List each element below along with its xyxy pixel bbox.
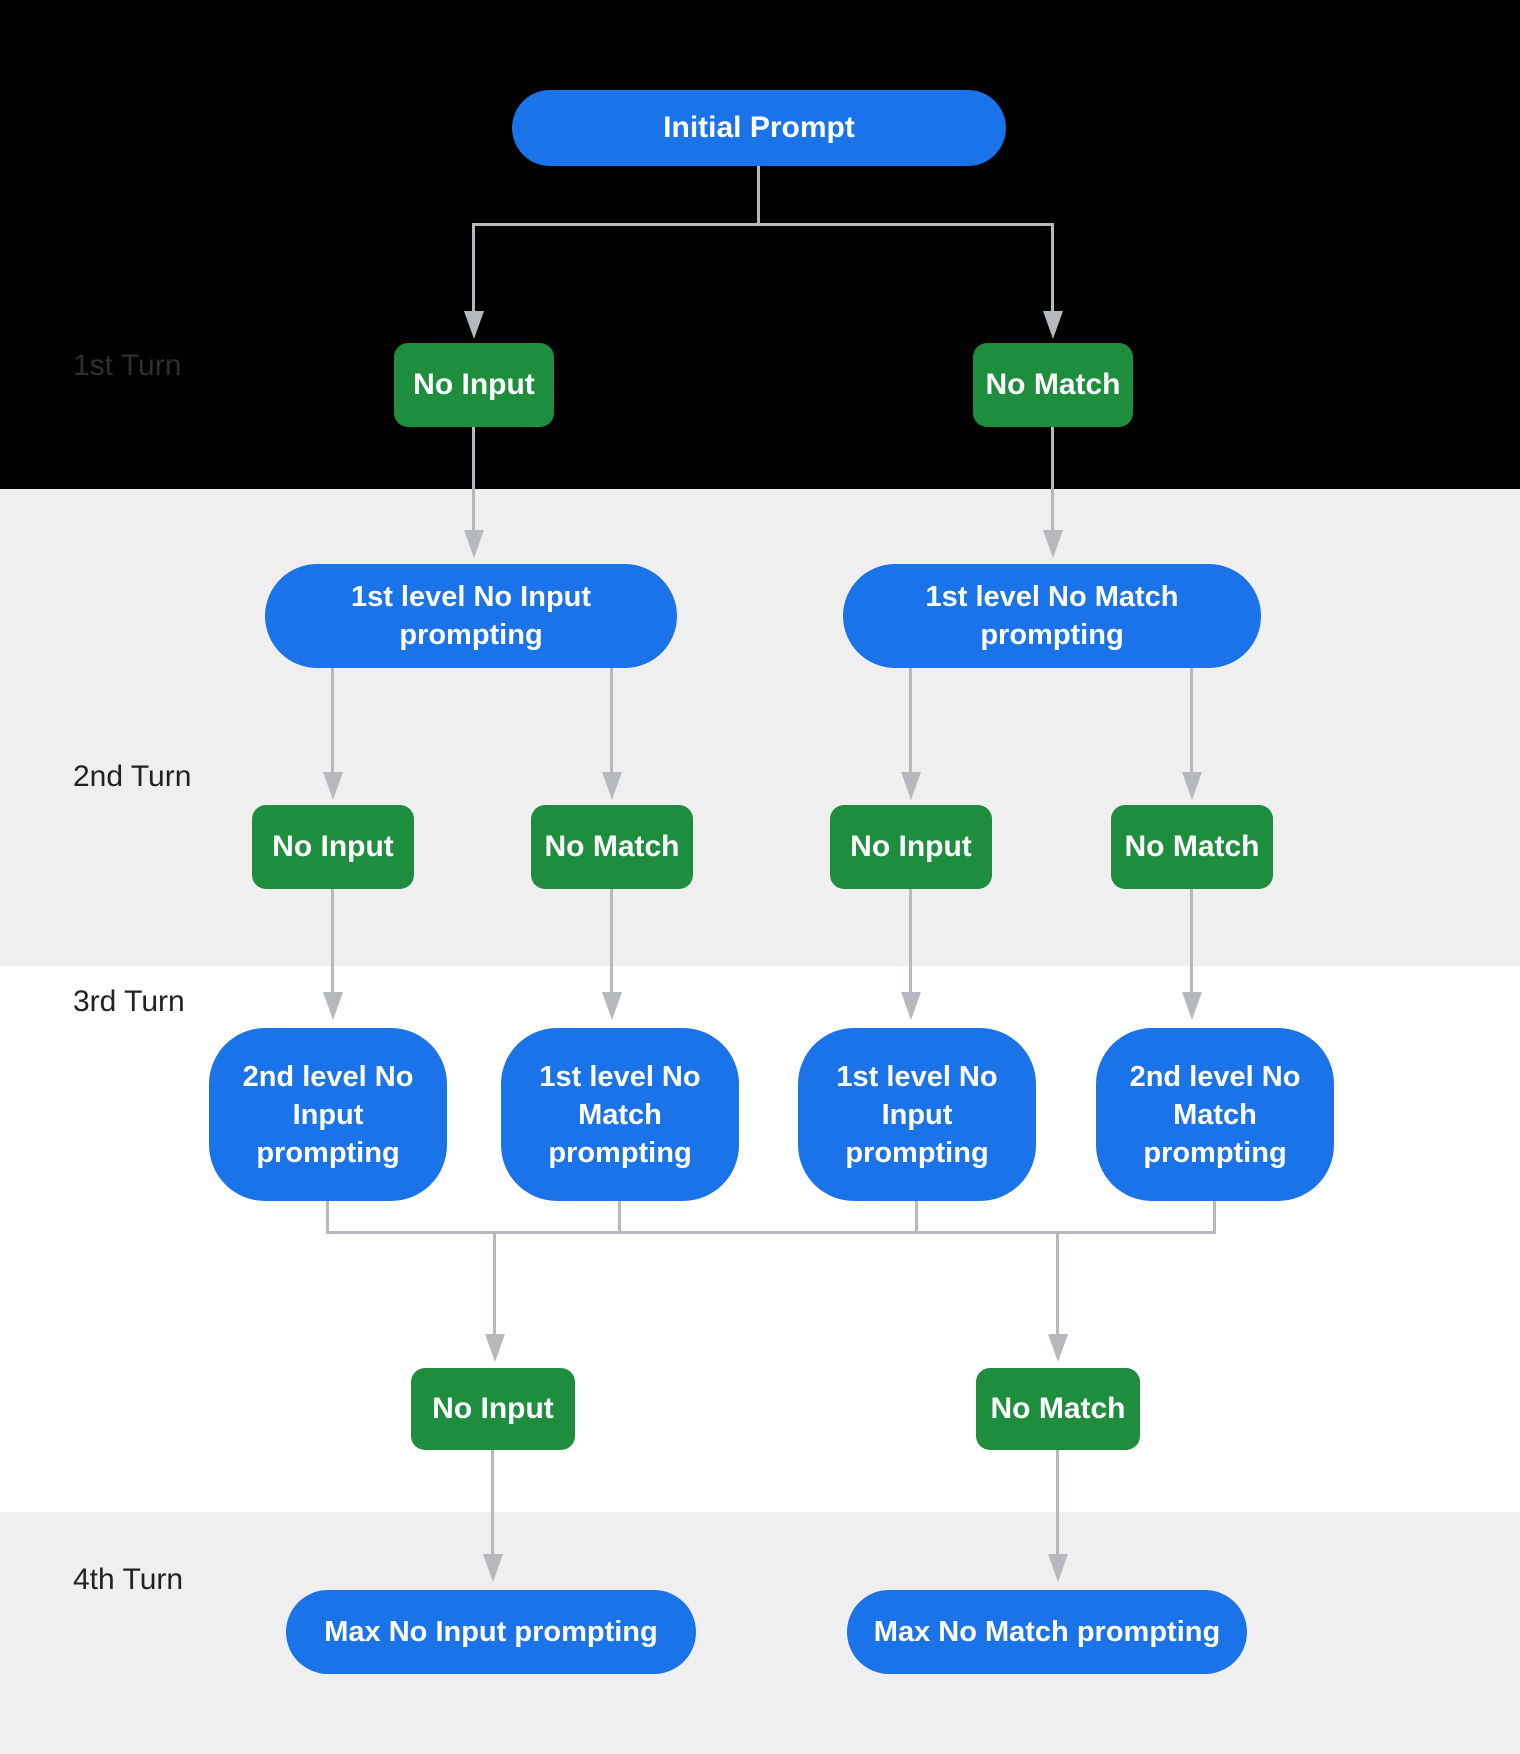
connector-t2a-to-b1	[331, 889, 334, 992]
node-max-no-input-prompting: Max No Input prompting	[286, 1590, 696, 1674]
arrowhead-l1-no-input	[464, 530, 484, 558]
node-l1-no-input-prompting: 1st level No Input prompting	[265, 564, 677, 668]
arrowhead-l1-no-match	[1043, 530, 1063, 558]
connector-t2b-to-b2	[610, 889, 613, 992]
node-t3-no-input: No Input	[411, 1368, 575, 1450]
connector-initial-branch	[472, 223, 1054, 226]
connector-t3nm-to-max	[1056, 1450, 1059, 1554]
band-turn-4	[0, 1512, 1520, 1754]
turn-label-3: 3rd Turn	[73, 985, 185, 1018]
node-l2-no-input-prompting: 2nd level No Input prompting	[209, 1028, 447, 1201]
arrowhead-b4	[1182, 992, 1202, 1020]
node-t2-no-match-a: No Match	[531, 805, 693, 889]
band-turn-1	[0, 0, 1520, 489]
arrowhead-max-no-input	[483, 1554, 503, 1582]
connector-b3-stub	[915, 1201, 918, 1234]
node-l1-no-match-prompting-b: 1st level No Match prompting	[501, 1028, 739, 1201]
arrowhead-t1-no-input	[464, 311, 484, 339]
connector-b1-stub	[326, 1201, 329, 1234]
band-turn-2	[0, 489, 1520, 966]
node-l2-no-match-prompting: 2nd level No Match prompting	[1096, 1028, 1334, 1201]
connector-l1ni-to-t2a	[331, 668, 334, 772]
connector-to-t1-no-input	[472, 225, 475, 311]
connector-bus-to-t3nm	[1056, 1234, 1059, 1334]
connector-t3ni-to-max	[491, 1450, 494, 1554]
arrowhead-t2-no-match-a	[602, 772, 622, 800]
arrowhead-t2-no-match-b	[1182, 772, 1202, 800]
node-t1-no-input: No Input	[394, 343, 554, 427]
arrowhead-t3-no-input	[485, 1334, 505, 1362]
arrowhead-b2	[602, 992, 622, 1020]
arrowhead-t2-no-input-a	[323, 772, 343, 800]
connector-bus-to-t3ni	[493, 1234, 496, 1334]
arrowhead-b3	[901, 992, 921, 1020]
node-l1-no-input-prompting-b: 1st level No Input prompting	[798, 1028, 1036, 1201]
connector-b2-stub	[618, 1201, 621, 1234]
node-l1-no-match-prompting: 1st level No Match prompting	[843, 564, 1261, 668]
arrowhead-b1	[323, 992, 343, 1020]
connector-merge-bus	[326, 1231, 1216, 1234]
arrowhead-t2-no-input-b	[901, 772, 921, 800]
node-t1-no-match: No Match	[973, 343, 1133, 427]
arrowhead-t3-no-match	[1048, 1334, 1068, 1362]
node-t2-no-match-b: No Match	[1111, 805, 1273, 889]
connector-t2d-to-b4	[1190, 889, 1193, 992]
node-t2-no-input-a: No Input	[252, 805, 414, 889]
connector-l1nm-to-t2d	[1190, 668, 1193, 772]
turn-label-2: 2nd Turn	[73, 760, 192, 793]
connector-initial-stem	[757, 166, 760, 225]
node-max-no-match-prompting: Max No Match prompting	[847, 1590, 1247, 1674]
connector-t1ni-to-l1ni	[472, 427, 475, 530]
node-t3-no-match: No Match	[976, 1368, 1140, 1450]
connector-l1ni-to-t2b	[610, 668, 613, 772]
arrowhead-max-no-match	[1048, 1554, 1068, 1582]
connector-t2c-to-b3	[909, 889, 912, 992]
arrowhead-t1-no-match	[1043, 311, 1063, 339]
connector-t1nm-to-l1nm	[1051, 427, 1054, 530]
connector-to-t1-no-match	[1051, 225, 1054, 311]
connector-b4-stub	[1213, 1201, 1216, 1234]
turn-label-4: 4th Turn	[73, 1563, 184, 1596]
connector-l1nm-to-t2c	[909, 668, 912, 772]
node-t2-no-input-b: No Input	[830, 805, 992, 889]
node-initial-prompt: Initial Prompt	[512, 90, 1006, 166]
turn-label-1: 1st Turn	[73, 349, 182, 382]
